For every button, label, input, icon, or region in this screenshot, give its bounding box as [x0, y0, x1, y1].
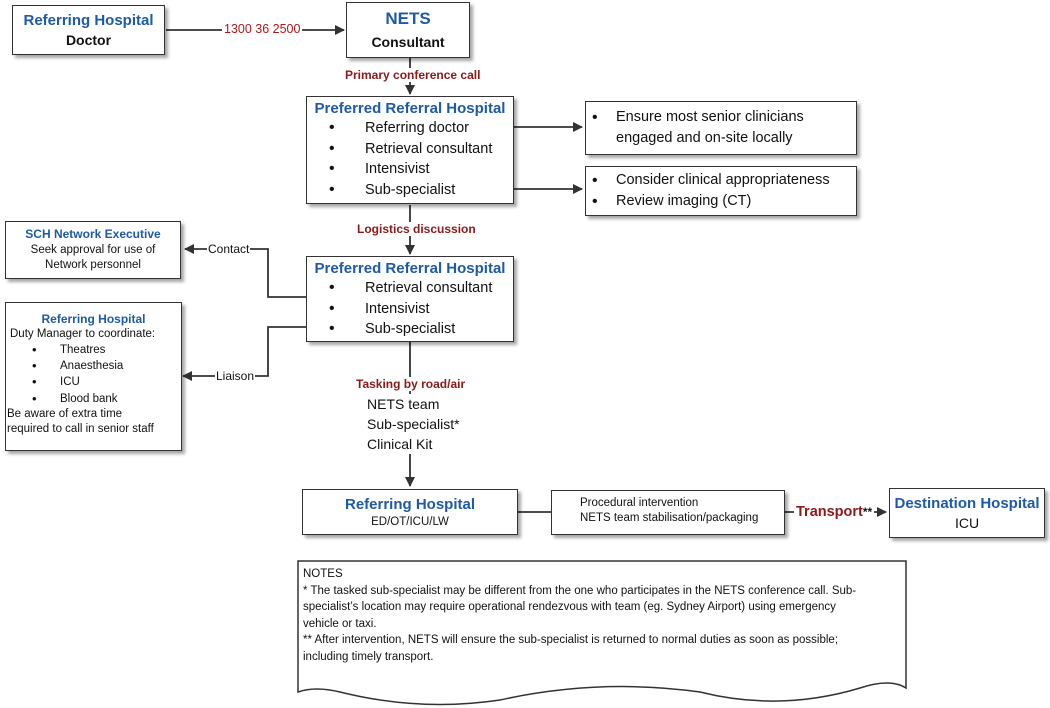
- procedural-line-1: Procedural intervention: [580, 497, 699, 509]
- list-item: Intensivist: [307, 299, 513, 320]
- nets-subtitle: Consultant: [371, 34, 445, 50]
- clinical-review-box: Consider clinical appropriateness Review…: [585, 166, 857, 216]
- list-item: Retrieval consultant: [307, 139, 513, 160]
- referring-hospital-coordination-box: Referring Hospital Duty Manager to coord…: [5, 302, 182, 451]
- destination-title: Destination Hospital: [894, 495, 1040, 512]
- primary-call-label: Primary conference call: [343, 68, 483, 82]
- tasking-lines: NETS team Sub-specialist* Clinical Kit: [367, 394, 464, 454]
- ref-left-list: Theatres Anaesthesia ICU Blood bank: [6, 342, 181, 407]
- tasking-line-3: Clinical Kit: [367, 436, 433, 452]
- sch-network-executive-box: SCH Network Executive Seek approval for …: [5, 221, 181, 279]
- transport-suffix: **: [862, 505, 873, 519]
- list-item: Sub-specialist: [307, 180, 513, 201]
- notes-heading: NOTES: [303, 568, 343, 580]
- referring-doctor-box: Referring Hospital Doctor: [12, 5, 165, 55]
- notes-text: NOTES * The tasked sub-specialist may be…: [303, 566, 903, 665]
- list-item: ICU: [6, 374, 181, 390]
- ref-bottom-title: Referring Hospital: [344, 496, 476, 513]
- referring-doctor-subtitle: Doctor: [65, 32, 112, 48]
- tasking-label: Tasking by road/air: [354, 377, 468, 391]
- contact-label: Contact: [207, 242, 251, 256]
- sch-title: SCH Network Executive: [25, 227, 161, 241]
- ref-left-title: Referring Hospital: [41, 312, 146, 326]
- notes-line-4: ** After intervention, NETS will ensure …: [303, 634, 839, 646]
- list-item: Theatres: [6, 342, 181, 358]
- transport-text: Transport: [796, 504, 863, 520]
- referring-hospital-bottom-box: Referring Hospital ED/OT/ICU/LW: [302, 489, 518, 535]
- prh1-title: Preferred Referral Hospital: [314, 100, 506, 117]
- logistics-label: Logistics discussion: [355, 222, 478, 236]
- ref-left-footer-1: Be aware of extra time: [7, 407, 123, 420]
- notes-line-5: including timely transport.: [303, 650, 434, 663]
- list-item: Review imaging (CT): [586, 191, 856, 212]
- preferred-referral-hospital-2: Preferred Referral Hospital Retrieval co…: [306, 256, 514, 342]
- tasking-line-2: Sub-specialist*: [367, 416, 460, 432]
- list-item: Blood bank: [6, 391, 181, 407]
- ref-left-footer-2: required to call in senior staff: [7, 422, 154, 435]
- list-item: Retrieval consultant: [307, 278, 513, 299]
- ref-left-intro: Duty Manager to coordinate:: [10, 328, 156, 340]
- list-item: Ensure most senior clinicians engaged an…: [586, 107, 846, 149]
- engage-clinicians-box: Ensure most senior clinicians engaged an…: [585, 101, 857, 155]
- notes-line-3: vehicle or taxi.: [303, 617, 377, 630]
- sch-line-2: Network personnel: [45, 259, 141, 271]
- list-item: Consider clinical appropriateness: [586, 170, 856, 191]
- procedural-line-2: NETS team stabilisation/packaging: [580, 512, 759, 524]
- nets-box: NETS Consultant: [346, 2, 470, 58]
- list-item: Anaesthesia: [6, 358, 181, 374]
- phone-label: 1300 36 2500: [222, 22, 303, 36]
- referring-doctor-title: Referring Hospital: [23, 12, 154, 29]
- prh2-title: Preferred Referral Hospital: [314, 260, 506, 277]
- liaison-label: Liaison: [215, 369, 256, 383]
- preferred-referral-hospital-1: Preferred Referral Hospital Referring do…: [306, 96, 514, 204]
- nets-title: NETS: [385, 9, 431, 28]
- procedural-box: Procedural intervention NETS team stabil…: [551, 490, 785, 535]
- arrow-prh2-to-sch: [184, 244, 306, 298]
- list-item: Intensivist: [307, 159, 513, 180]
- tasking-line-1: NETS team: [367, 396, 440, 412]
- notes-line-1: * The tasked sub-specialist may be diffe…: [303, 584, 857, 597]
- sch-line-1: Seek approval for use of: [30, 244, 156, 256]
- prh2-list: Retrieval consultant Intensivist Sub-spe…: [307, 278, 513, 340]
- list-item: Sub-specialist: [307, 319, 513, 340]
- destination-subtitle: ICU: [954, 515, 980, 531]
- list-item: Referring doctor: [307, 118, 513, 139]
- destination-hospital-box: Destination Hospital ICU: [889, 488, 1045, 538]
- notes-line-2: specialist’s location may require operat…: [303, 601, 836, 613]
- transport-label: Transport**: [794, 503, 875, 521]
- ref-bottom-subtitle: ED/OT/ICU/LW: [371, 516, 449, 528]
- prh1-list: Referring doctor Retrieval consultant In…: [307, 118, 513, 200]
- notes-box: [297, 560, 907, 706]
